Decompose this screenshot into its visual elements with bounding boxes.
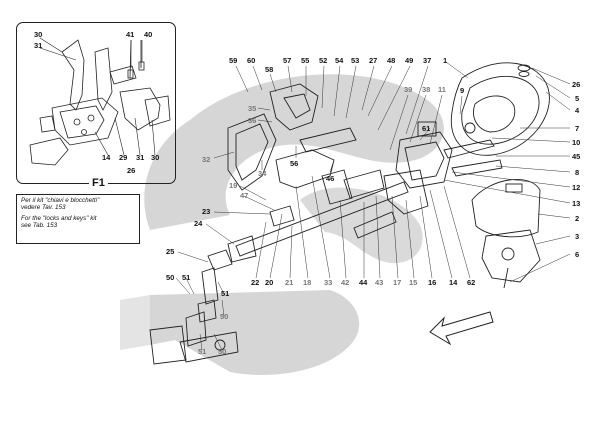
callout: 30 xyxy=(34,30,42,39)
callout: 15 xyxy=(409,278,417,287)
inset-frame xyxy=(16,22,176,184)
callout: 39 xyxy=(404,85,412,94)
callout: 14 xyxy=(102,153,111,162)
callout: 26 xyxy=(127,166,135,175)
intermediate-shaft xyxy=(149,249,239,365)
callout: 10 xyxy=(572,138,580,147)
column-switch-assembly xyxy=(383,121,503,215)
callout: 37 xyxy=(423,56,431,65)
callout: 50 xyxy=(220,312,228,321)
callout: 55 xyxy=(301,56,309,65)
callout: 14 xyxy=(449,278,458,287)
callout: 50 xyxy=(166,273,174,282)
callout: 17 xyxy=(393,278,401,287)
callout: 33 xyxy=(324,278,332,287)
column-cover xyxy=(471,178,541,289)
callout: 51 xyxy=(221,289,229,298)
callout: 48 xyxy=(387,56,395,65)
callout: 31 xyxy=(136,153,144,162)
callout: 4 xyxy=(575,106,580,115)
callout: 53 xyxy=(351,56,359,65)
note-english-line-2: see Tab. 153 xyxy=(21,222,58,230)
callout: 5 xyxy=(575,94,579,103)
callout: 46 xyxy=(326,174,334,183)
note-italian-line-1: Per il kit "chiavi e blocchetti" xyxy=(21,197,100,204)
callout: 40 xyxy=(144,30,152,39)
callout: 32 xyxy=(202,155,210,164)
upper-mid-callouts: 39 38 11 9 35 36 56 46 61 xyxy=(248,85,464,183)
callout: 30 xyxy=(151,153,159,162)
note-italian: Per il kit "chiavi e blocchetti" vedere … xyxy=(21,197,135,212)
callout: 9 xyxy=(460,86,464,95)
callout: 44 xyxy=(359,278,368,287)
column-support-bracket xyxy=(275,127,385,205)
callout: 18 xyxy=(303,278,311,287)
inset-callouts: 30 31 41 40 14 29 31 30 26 xyxy=(34,30,159,175)
callout: 54 xyxy=(335,56,344,65)
callout: 25 xyxy=(166,247,174,256)
pedal-bracket xyxy=(227,83,319,191)
left-mid-callouts: 32 34 19 47 23 24 25 50 51 51 50 50 51 xyxy=(166,155,267,356)
note-box: Per il kit "chiavi e blocchetti" vedere … xyxy=(16,194,140,244)
callout: 19 xyxy=(229,181,237,190)
callout: 20 xyxy=(265,278,273,287)
note-italian-line-2: vedere Tav. 153 xyxy=(21,204,66,212)
callout: 61 xyxy=(422,124,430,133)
callout: 2 xyxy=(575,214,579,223)
callout: 29 xyxy=(119,153,127,162)
callout: 26 xyxy=(572,80,580,89)
callout: 35 xyxy=(248,104,256,113)
callout: 60 xyxy=(247,56,255,65)
inset-pedal-drawing xyxy=(29,39,171,166)
top-row-callouts: 59 60 58 57 55 52 54 53 27 48 49 37 1 xyxy=(229,56,447,74)
callout: 24 xyxy=(194,219,203,228)
callout: 12 xyxy=(572,183,580,192)
steering-wheel xyxy=(450,62,550,156)
note-english: For the "locks and keys" kit see Tab. 15… xyxy=(21,215,135,230)
callout: 27 xyxy=(369,56,377,65)
callout: 1 xyxy=(443,56,447,65)
right-column-callouts: 26 5 4 7 10 45 8 12 13 2 3 6 xyxy=(572,80,580,259)
callout: 41 xyxy=(126,30,134,39)
outline-arrow-icon xyxy=(429,311,494,346)
callout: 23 xyxy=(202,207,210,216)
callout: 31 xyxy=(34,41,42,50)
callout: 7 xyxy=(575,124,579,133)
inset-leader-lines xyxy=(39,37,156,156)
callout: 62 xyxy=(467,278,475,287)
callout: 57 xyxy=(283,56,291,65)
callout: 43 xyxy=(375,278,383,287)
callout: 49 xyxy=(405,56,413,65)
callout: 38 xyxy=(422,85,430,94)
callout: 58 xyxy=(265,65,273,74)
leader-lines xyxy=(175,61,571,351)
callout: 36 xyxy=(248,116,256,125)
callout: 3 xyxy=(575,232,579,241)
bottom-row-callouts: 22 20 21 18 33 42 44 43 17 15 16 14 62 xyxy=(251,278,475,287)
callout: 16 xyxy=(428,278,436,287)
callout: 45 xyxy=(572,152,580,161)
callout: 42 xyxy=(341,278,349,287)
callout: 8 xyxy=(575,168,579,177)
callout: 51 xyxy=(182,273,190,282)
note-english-line-1: For the "locks and keys" kit xyxy=(21,214,97,222)
callout: 59 xyxy=(229,56,237,65)
callout: 21 xyxy=(285,278,293,287)
callout: 11 xyxy=(438,85,446,94)
callout: 47 xyxy=(240,191,248,200)
callout: 52 xyxy=(319,56,327,65)
callout: 13 xyxy=(572,199,580,208)
steering-column-shaft xyxy=(227,181,409,263)
callout: 50 xyxy=(218,347,226,356)
callout: 22 xyxy=(251,278,259,287)
callout: 34 xyxy=(258,169,267,178)
callout: 51 xyxy=(198,347,206,356)
callout: 6 xyxy=(575,250,579,259)
inset-title: F1 xyxy=(89,177,108,189)
callout: 56 xyxy=(290,159,298,168)
